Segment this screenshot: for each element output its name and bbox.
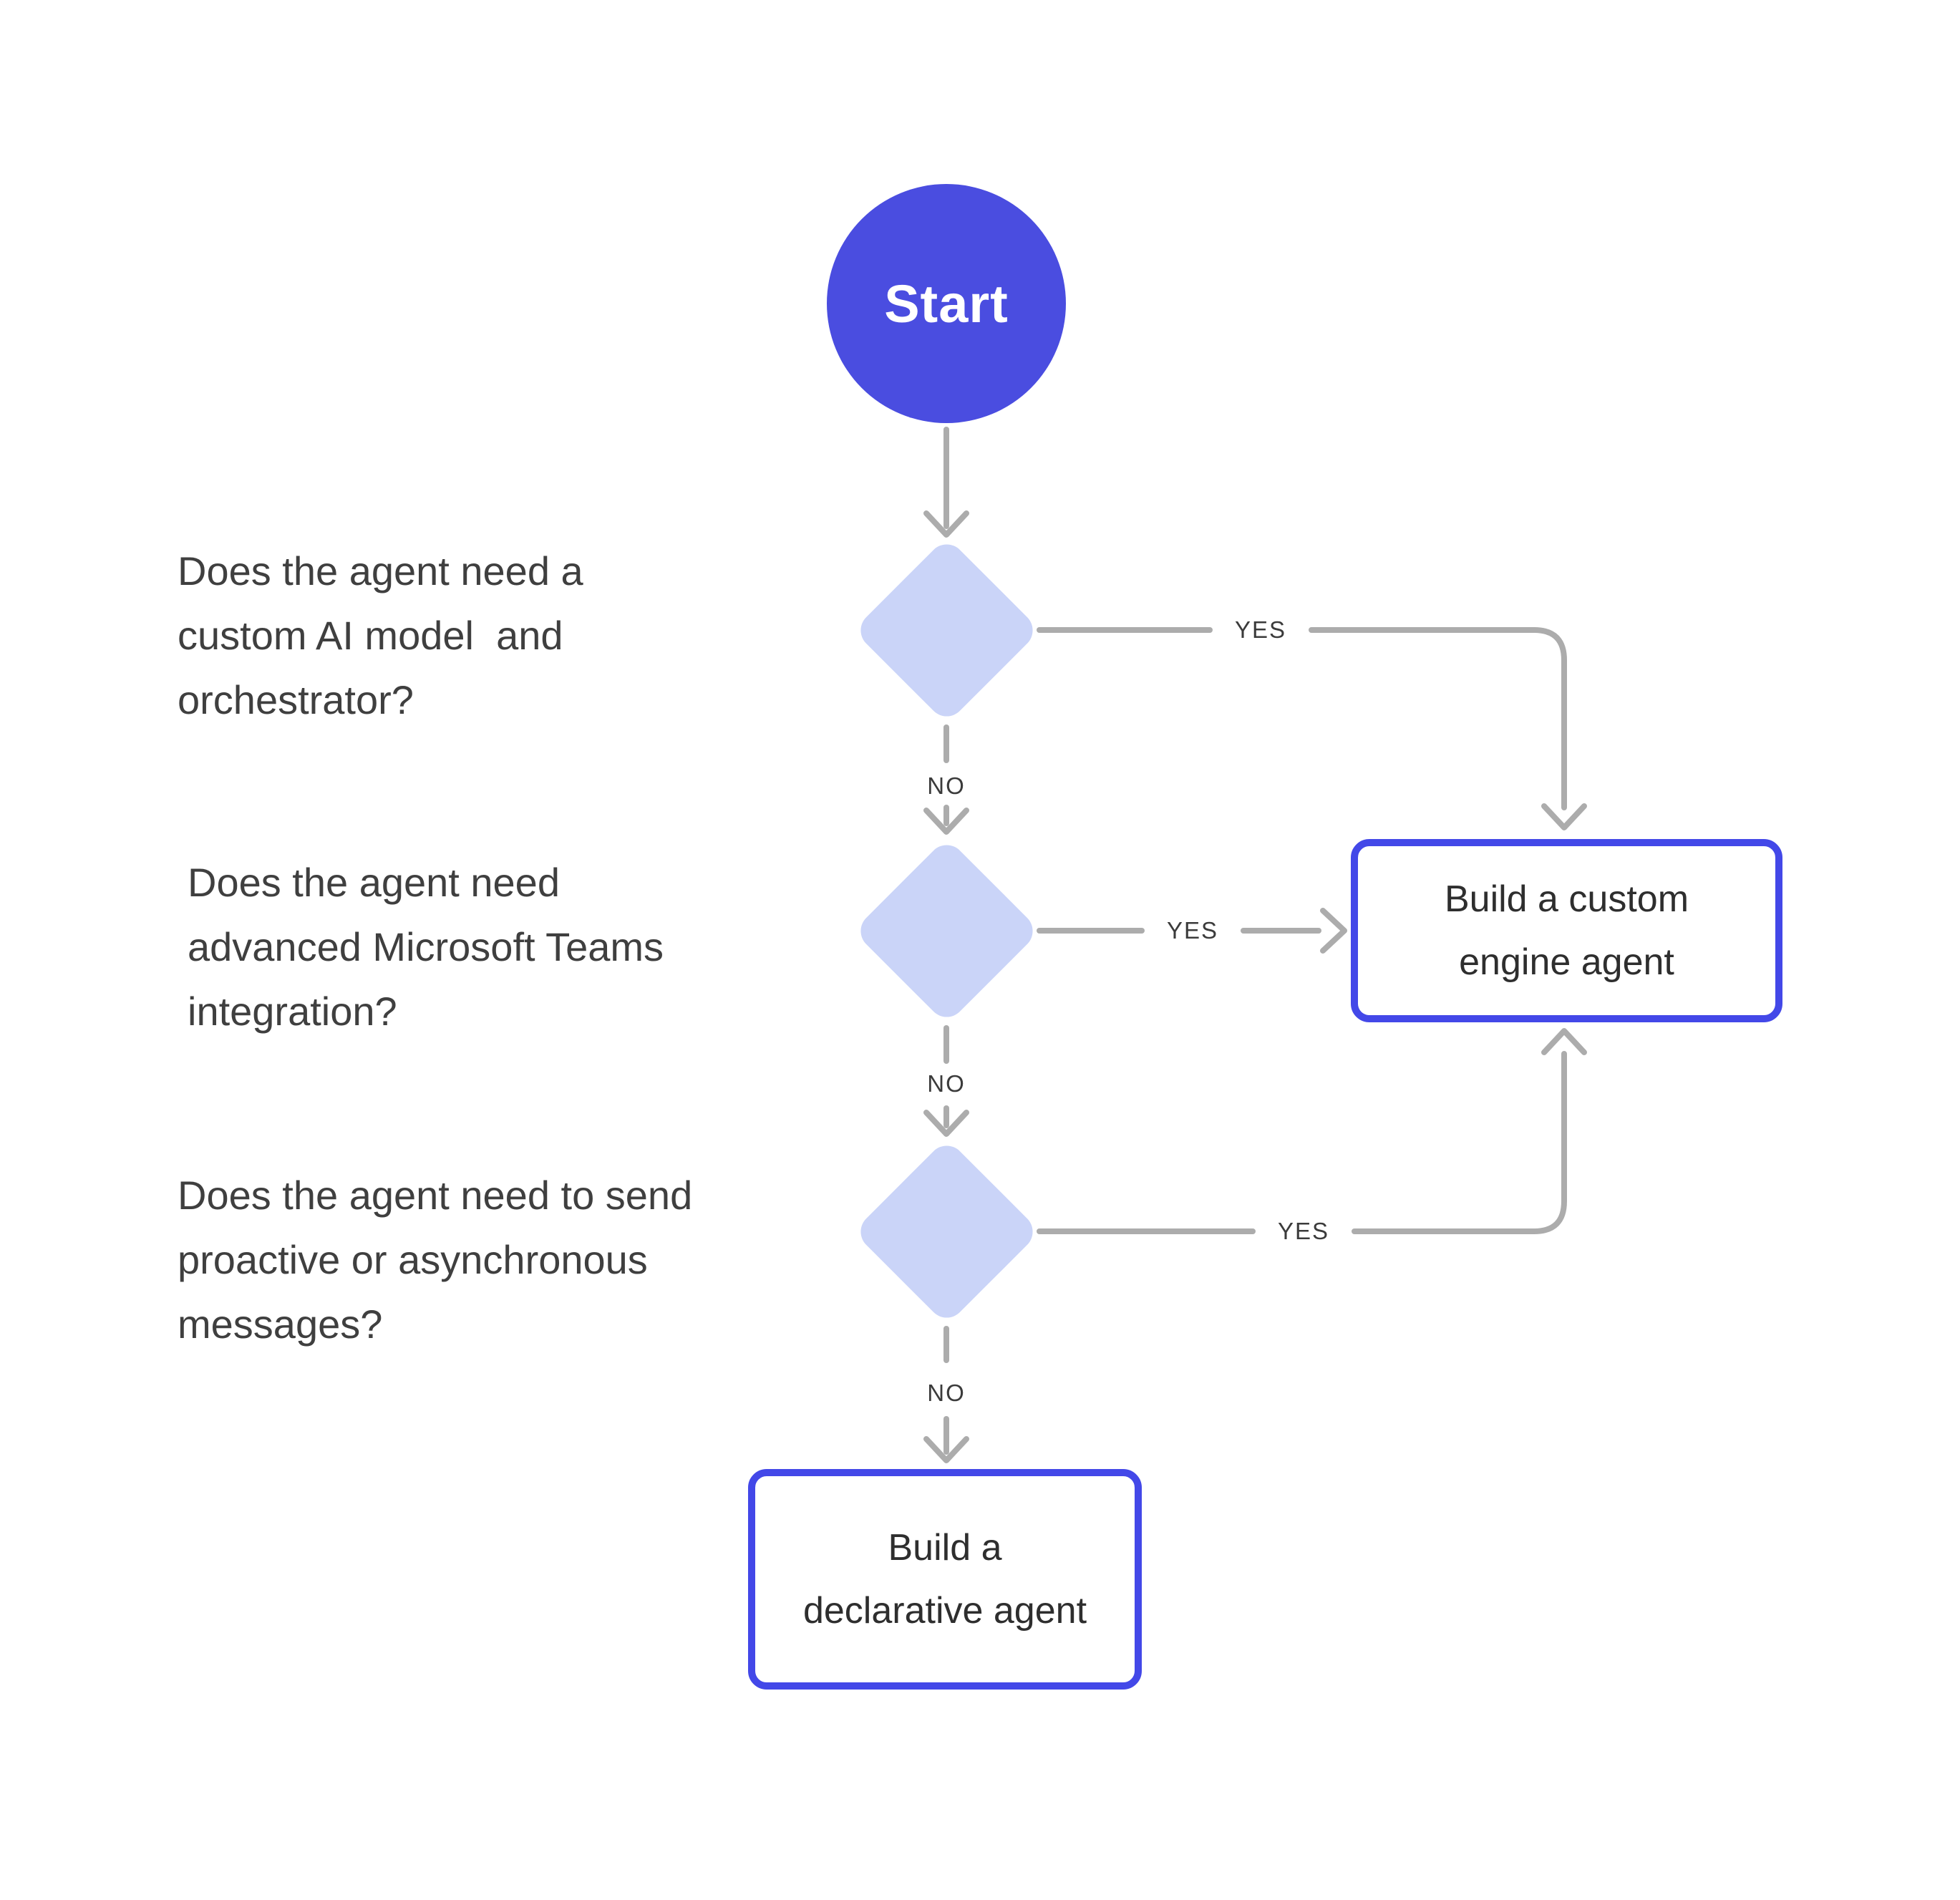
yes1-label: YES	[1230, 615, 1291, 645]
yes2-label: YES	[1162, 916, 1223, 946]
question1-text: Does the agent need a custom AI model an…	[178, 539, 583, 732]
no2-label: NO	[923, 1069, 970, 1099]
arrowhead-up-icon	[1541, 1028, 1587, 1055]
yes3-line-elbow-up	[1352, 1051, 1567, 1234]
yes1-line-elbow-down	[1309, 627, 1567, 810]
question1-line1: Does the agent need a	[178, 548, 583, 593]
start-node: Start	[827, 184, 1066, 423]
no1-label: NO	[923, 771, 970, 801]
arrowhead-down-icon	[923, 1436, 969, 1463]
question3-text: Does the agent need to send proactive or…	[178, 1163, 692, 1357]
outcome-declarative-line2: declarative agent	[802, 1590, 1087, 1632]
question3-line3: messages?	[178, 1302, 383, 1347]
question1-line2: custom AI model and	[178, 613, 563, 658]
question1-line3: orchestrator?	[178, 677, 414, 722]
arrowhead-right-icon	[1320, 908, 1347, 954]
question3-line1: Does the agent need to send	[178, 1173, 693, 1218]
no3-label: NO	[923, 1378, 970, 1408]
outcome-declarative-agent-box: Build a declarative agent	[748, 1469, 1142, 1690]
outcome-custom-engine-line2: engine agent	[1459, 941, 1674, 983]
start-node-label: Start	[884, 273, 1009, 334]
question2-text: Does the agent need advanced Microsoft T…	[188, 850, 664, 1044]
outcome-declarative-line1: Build a	[888, 1527, 1002, 1569]
yes3-label: YES	[1273, 1216, 1334, 1246]
outcome-custom-engine-line1: Build a custom	[1444, 878, 1689, 920]
arrowhead-down-icon	[923, 1110, 969, 1137]
arrowhead-down-icon	[923, 808, 969, 835]
question3-line2: proactive or asynchronous	[178, 1237, 648, 1282]
arrowhead-down-icon	[923, 510, 969, 538]
arrowhead-down-icon	[1541, 803, 1587, 830]
outcome-custom-engine-agent-box: Build a custom engine agent	[1351, 839, 1782, 1022]
question2-line1: Does the agent need	[188, 860, 560, 905]
question2-line2: advanced Microsoft Teams	[188, 924, 664, 969]
question2-line3: integration?	[188, 989, 397, 1034]
